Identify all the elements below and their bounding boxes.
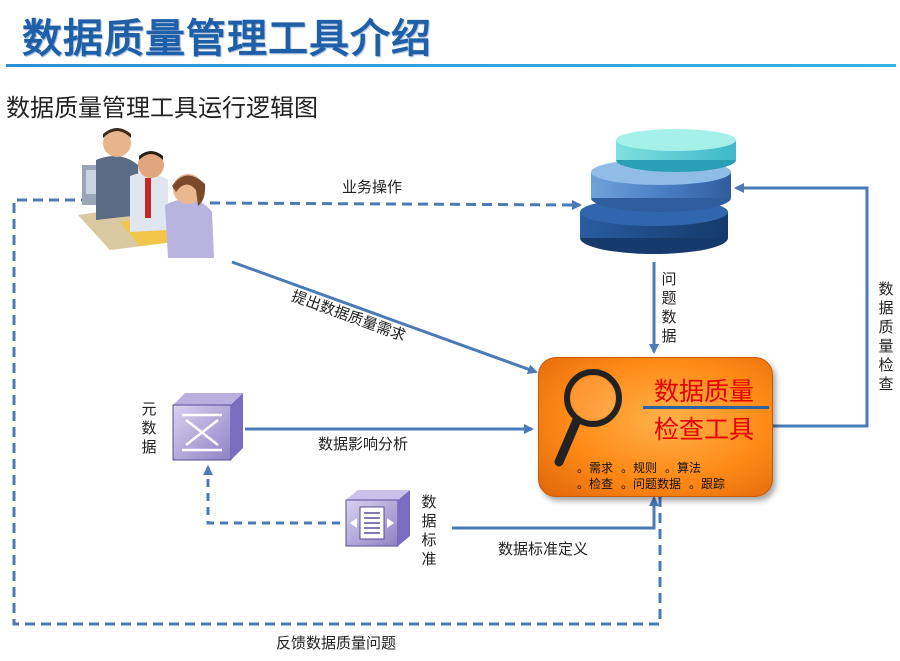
business-op-arrow (209, 199, 582, 210)
magnifying-glass-icon (554, 369, 622, 467)
tool-item-rules: 。规则 (621, 461, 658, 475)
metadata-label: 元数据 (141, 400, 157, 456)
tool-title-underline (643, 406, 769, 409)
standard-def-arrow (452, 496, 659, 530)
quality-check-arrow (734, 183, 869, 428)
tool-item-problem-data: 。问题数据 (621, 477, 682, 491)
business-people-icon (78, 128, 214, 258)
page-title: 数据质量管理工具介绍 (22, 16, 432, 62)
diagram-subtitle: 数据质量管理工具运行逻辑图 (6, 94, 318, 122)
feedback-label: 反馈数据质量问题 (276, 634, 397, 652)
data-standard-label: 数据标准 (421, 493, 437, 568)
propose-req-arrow (231, 260, 538, 374)
tool-item-check: 。检查 (577, 477, 614, 491)
tool-item-requirement: 。需求 (577, 461, 614, 475)
feedback-arrow (12, 195, 662, 626)
standard-def-label: 数据标准定义 (498, 540, 589, 558)
database-stack-icon (580, 129, 736, 254)
quality-check-label: 数据质量检查 (878, 280, 894, 393)
metadata-switch-icon (172, 393, 243, 461)
title-divider (6, 64, 896, 67)
standard-to-metadata-arrow (203, 465, 340, 525)
tool-item-algorithm: 。算法 (665, 461, 702, 475)
business-op-label: 业务操作 (342, 178, 403, 196)
tool-item-tracking: 。跟踪 (689, 477, 726, 491)
tool-title-line2: 检查工具 (654, 415, 755, 444)
problem-data-label: 问题数据 (661, 270, 677, 345)
document-list-icon (345, 490, 410, 547)
impact-analysis-label: 数据影响分析 (318, 435, 409, 453)
tool-title-line1: 数据质量 (654, 377, 755, 406)
quality-check-tool: 数据质量 检查工具 。需求 。规则 。算法 。检查 。问题数据 。跟踪 (538, 357, 773, 497)
